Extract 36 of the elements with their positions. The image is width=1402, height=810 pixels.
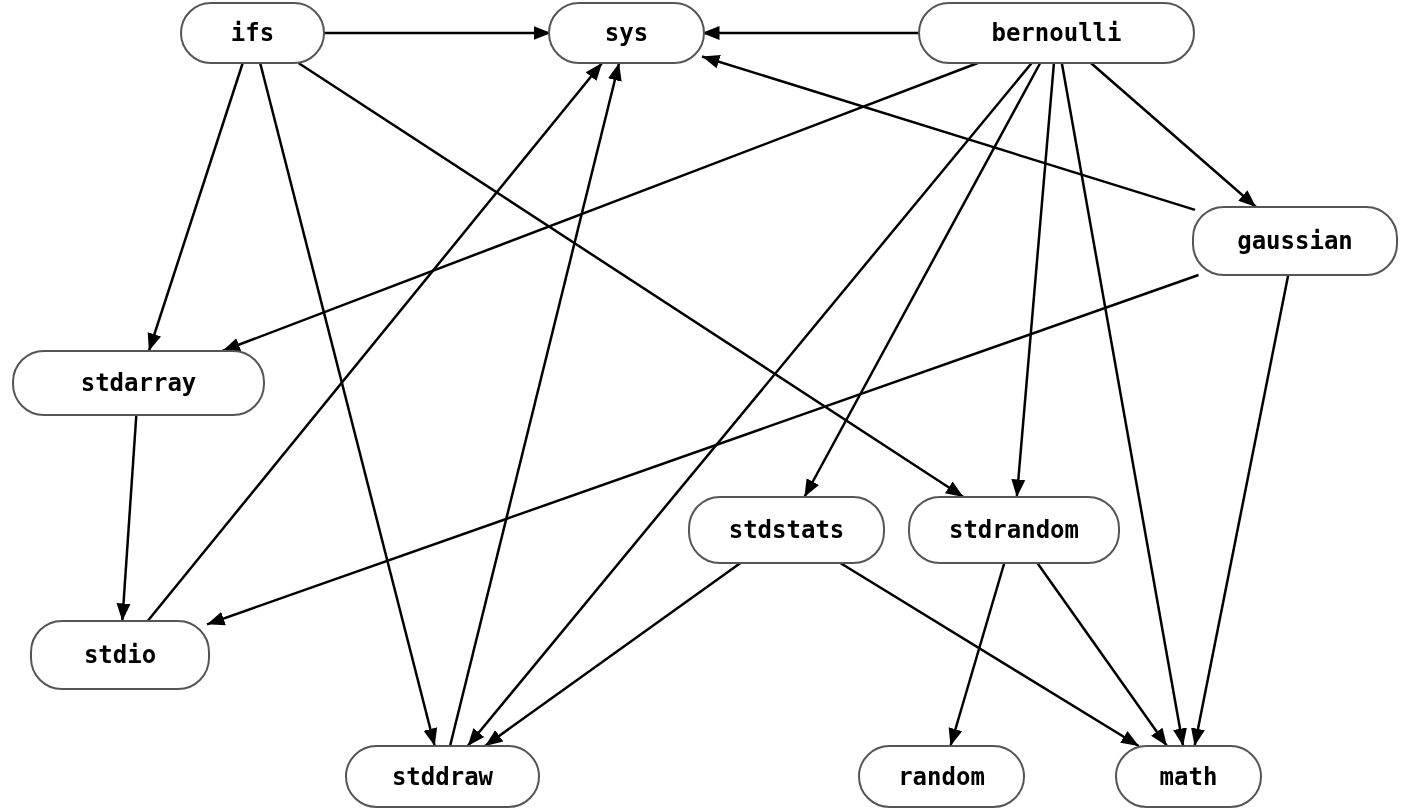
arrow	[839, 561, 1140, 748]
arrow	[484, 562, 742, 747]
module-name: stdstats	[728, 516, 845, 544]
module-name: ifs	[230, 19, 275, 47]
module-name: stddraw	[391, 762, 494, 791]
module-node	[908, 496, 1120, 564]
module-name: math	[1159, 762, 1218, 791]
module-name: stdio	[83, 641, 157, 669]
arrow	[1090, 62, 1257, 208]
module-name: sys	[604, 19, 649, 47]
arrow	[258, 62, 438, 747]
module-node	[688, 496, 885, 564]
module-name: random	[898, 762, 985, 791]
arrow	[448, 62, 622, 747]
arrow	[1060, 62, 1187, 747]
arrow	[1011, 62, 1056, 498]
module-name: stdarray	[80, 369, 197, 397]
arrow	[147, 62, 244, 352]
module-name: bernoulli	[991, 19, 1122, 47]
arrow	[803, 62, 1042, 498]
arrow	[297, 61, 965, 499]
module-name: stdrandom	[948, 516, 1079, 544]
arrow	[1036, 562, 1168, 747]
module-name: gaussian	[1237, 227, 1353, 255]
arrow	[948, 562, 1006, 747]
arrow	[206, 273, 1199, 626]
arrow	[146, 62, 604, 622]
arrow	[466, 62, 1033, 747]
module-node	[548, 2, 705, 64]
arrow	[222, 61, 979, 353]
arrow	[701, 55, 1196, 212]
module-node	[30, 620, 210, 690]
module-node	[12, 350, 265, 416]
arrow	[1191, 274, 1290, 747]
arrow	[116, 414, 138, 622]
module-node	[1192, 206, 1398, 276]
